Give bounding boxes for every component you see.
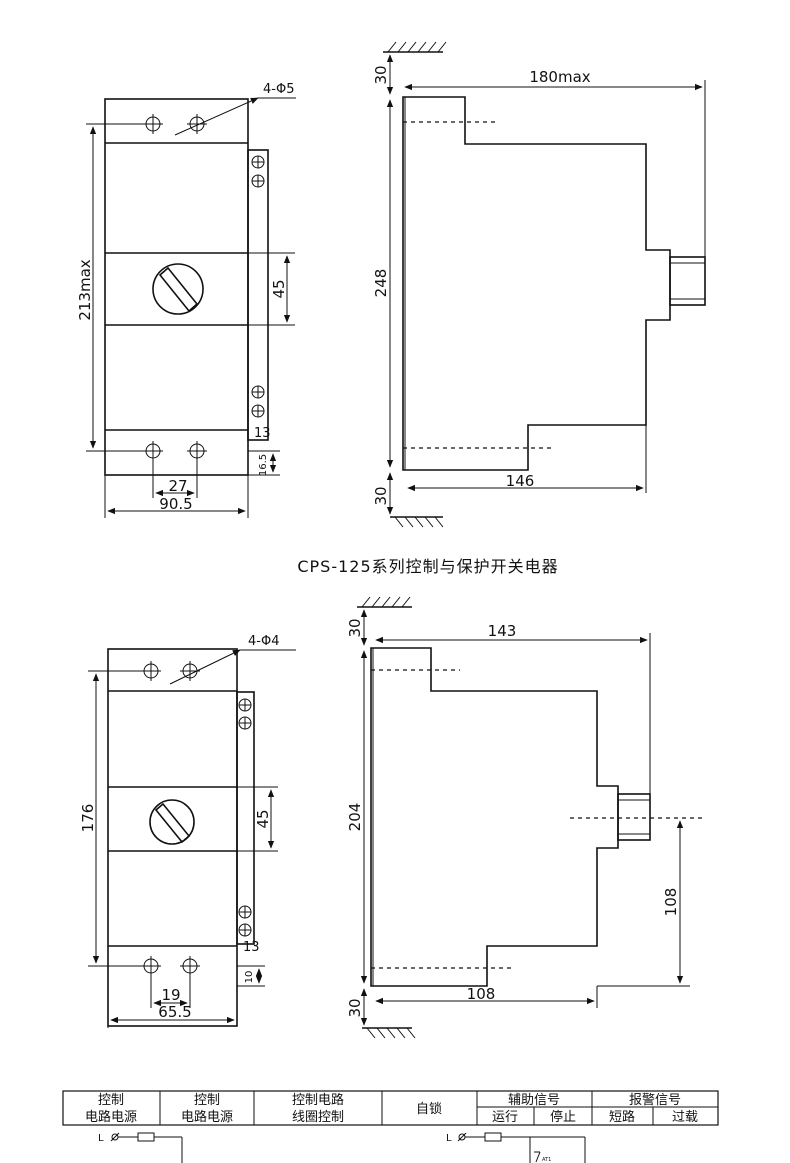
bottom-rotary-knob (149, 799, 195, 845)
bottom-side-height-label: 204 (346, 803, 364, 832)
top-side-height-label: 248 (372, 269, 390, 298)
top-front-view: 4-Φ5 213max 45 13 16.5 27 90.5 (76, 82, 296, 518)
top-terminal-strip (247, 149, 269, 441)
table-group2-title: 报警信号 (629, 1092, 681, 1108)
top-side-bottom-clearance-label: 30 (372, 486, 390, 505)
wiring-fragment-left: L (98, 1132, 183, 1163)
top-side-view: 30 180max 248 146 30 (372, 41, 706, 528)
top-bottom-dim-label: 16.5 (258, 454, 269, 476)
bottom-side-depth-label: 143 (488, 622, 517, 640)
bottom-side-knob-offset-label: 108 (662, 888, 680, 917)
bottom-terminal-strip (236, 691, 255, 945)
table-col3-line2: 线圈控制 (292, 1110, 344, 1125)
bottom-height-label: 176 (79, 804, 97, 833)
table-col2-line1: 控制 (194, 1093, 220, 1108)
bottom-side-outline (370, 647, 619, 987)
wiring-contact-label: AT1 (542, 1157, 551, 1163)
bottom-side-knob-boss (617, 793, 651, 841)
bottom-knob-height-label: 45 (254, 809, 272, 828)
bottom-width-label: 65.5 (158, 1003, 191, 1021)
bottom-side-view: 30 143 204 108 108 30 (346, 596, 705, 1039)
top-side-knob-boss (669, 256, 706, 306)
series-title: CPS-125系列控制与保护开关电器 (297, 557, 558, 576)
top-side-depth-label: 180max (529, 68, 590, 86)
bottom-terminal-dim-label: 13 (243, 940, 260, 955)
bottom-hole-spacing-label: 19 (161, 986, 180, 1004)
bottom-hole-spec-label: 4-Φ4 (248, 634, 279, 649)
wiring-left-label: L (98, 1133, 104, 1144)
bottom-bottom-dim-label: 10 (244, 971, 255, 984)
bottom-front-outline (107, 648, 238, 1027)
bottom-side-top-clearance-label: 30 (346, 618, 364, 637)
top-side-top-clearance-label: 30 (372, 65, 390, 84)
bottom-terminal-screws (238, 698, 252, 937)
table-col2-line2: 电路电源 (181, 1109, 233, 1125)
wiring-table: 控制 电路电源 控制 电路电源 控制电路 线圈控制 自锁 辅助信号 运行 停止 … (62, 1090, 719, 1163)
top-front-outline (104, 98, 249, 476)
wiring-fragment-right: L AT1 (446, 1132, 586, 1163)
top-terminal-screws (251, 155, 265, 418)
top-knob-height-label: 45 (270, 279, 288, 298)
table-group2-sub2: 过载 (672, 1110, 698, 1125)
top-side-outline (402, 96, 671, 471)
top-hole-spacing-label: 27 (168, 477, 187, 495)
table-col1-line1: 控制 (98, 1093, 124, 1108)
top-height-label: 213max (76, 259, 94, 320)
wiring-right-label: L (446, 1133, 452, 1144)
bottom-side-bottom-clearance-label: 30 (346, 998, 364, 1017)
table-col1-line2: 电路电源 (85, 1109, 137, 1125)
table-group1-title: 辅助信号 (508, 1093, 560, 1108)
table-col3-line1: 控制电路 (292, 1092, 344, 1108)
top-side-base-depth-label: 146 (506, 472, 535, 490)
bottom-front-view: 4-Φ4 176 45 13 10 19 65.5 (79, 634, 296, 1028)
table-group1-sub1: 运行 (492, 1110, 518, 1125)
table-col4: 自锁 (416, 1101, 442, 1117)
bottom-side-base-depth-label: 108 (467, 985, 496, 1003)
table-group2-sub1: 短路 (609, 1109, 635, 1125)
table-group1-sub2: 停止 (550, 1109, 576, 1125)
top-rotary-knob (152, 263, 204, 315)
top-terminal-dim-label: 13 (254, 426, 271, 441)
top-hole-spec-label: 4-Φ5 (263, 82, 294, 97)
top-width-label: 90.5 (159, 495, 192, 513)
